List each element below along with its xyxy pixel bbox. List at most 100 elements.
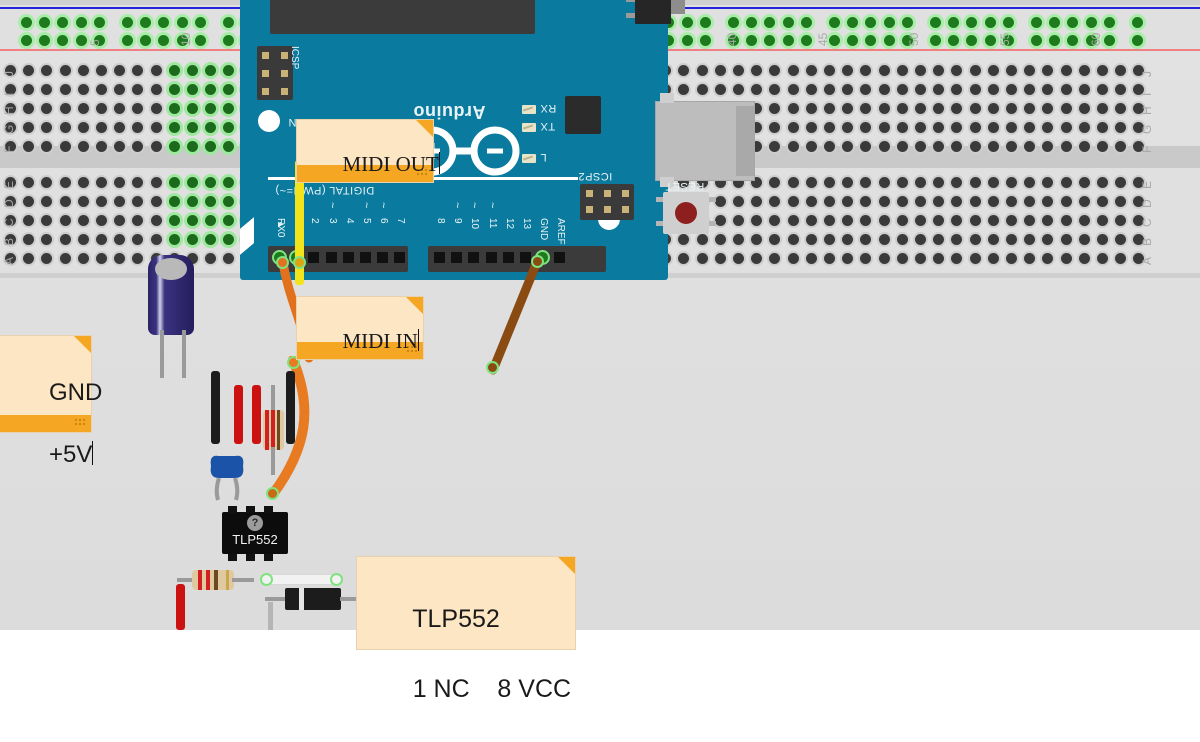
grid-hole[interactable] [1060,215,1072,226]
grid-hole[interactable] [951,196,963,207]
grid-hole[interactable] [860,196,872,207]
rail-hole[interactable] [764,35,776,46]
grid-hole[interactable] [1042,177,1054,188]
grid-hole[interactable] [805,103,817,114]
grid-hole[interactable] [5,177,16,188]
grid-hole[interactable] [59,215,71,226]
grid-hole[interactable] [896,234,908,245]
grid-hole[interactable] [150,177,162,188]
grid-hole[interactable] [951,215,963,226]
grid-hole[interactable] [769,215,781,226]
rail-hole[interactable] [75,35,87,46]
grid-hole[interactable] [751,103,763,114]
grid-hole[interactable] [1115,65,1127,76]
grid-hole[interactable] [1042,234,1054,245]
grid-hole[interactable] [59,84,71,95]
grid-hole[interactable] [187,122,198,133]
icsp2-header[interactable] [580,184,634,220]
rail-hole[interactable] [984,35,996,46]
grid-hole[interactable] [205,196,217,207]
grid-hole[interactable] [77,65,89,76]
rail-hole[interactable] [984,17,996,28]
grid-hole[interactable] [842,65,854,76]
grid-hole[interactable] [1097,177,1108,188]
grid-hole[interactable] [132,141,144,152]
grid-hole[interactable] [1042,84,1054,95]
grid-hole[interactable] [41,122,53,133]
rail-hole[interactable] [966,35,978,46]
rail-hole[interactable] [901,17,913,28]
grid-hole[interactable] [1133,234,1145,245]
grid-hole[interactable] [132,215,144,226]
grid-hole[interactable] [187,141,198,152]
rail-hole[interactable] [39,35,51,46]
grid-hole[interactable] [59,234,71,245]
grid-hole[interactable] [114,103,126,114]
icsp-header[interactable] [257,46,293,100]
grid-hole[interactable] [1115,215,1127,226]
grid-hole[interactable] [223,65,235,76]
rail-hole[interactable] [57,17,69,28]
grid-hole[interactable] [933,253,945,264]
grid-hole[interactable] [223,196,235,207]
grid-hole[interactable] [733,253,744,264]
grid-hole[interactable] [168,215,180,226]
grid-hole[interactable] [987,103,999,114]
grid-hole[interactable] [751,141,763,152]
rail-hole[interactable] [194,35,206,46]
grid-hole[interactable] [223,177,235,188]
grid-hole[interactable] [933,103,945,114]
grid-hole[interactable] [150,234,162,245]
jumper-red-1[interactable] [234,385,243,444]
grid-hole[interactable] [696,234,708,245]
grid-hole[interactable] [96,141,107,152]
grid-hole[interactable] [896,103,908,114]
grid-hole[interactable] [915,253,926,264]
grid-hole[interactable] [1115,84,1127,95]
rail-hole[interactable] [1103,35,1115,46]
grid-hole[interactable] [824,177,835,188]
digital-pin-4[interactable] [342,252,354,263]
grid-hole[interactable] [187,196,198,207]
grid-hole[interactable] [187,215,198,226]
grid-hole[interactable] [114,65,126,76]
grid-hole[interactable] [987,234,999,245]
grid-hole[interactable] [987,215,999,226]
rail-hole[interactable] [1132,35,1143,46]
rail-hole[interactable] [663,35,675,46]
grid-hole[interactable] [915,215,926,226]
grid-hole[interactable] [842,234,854,245]
rail-hole[interactable] [93,35,105,46]
grid-hole[interactable] [842,122,854,133]
reset-button[interactable] [656,192,716,234]
grid-hole[interactable] [1006,215,1017,226]
grid-hole[interactable] [23,177,35,188]
grid-hole[interactable] [96,65,107,76]
power-analog-header[interactable] [270,0,535,34]
grid-hole[interactable] [96,84,107,95]
grid-hole[interactable] [205,103,217,114]
digital-pin-6[interactable] [377,252,389,263]
grid-hole[interactable] [23,215,35,226]
jumper-red-2[interactable] [252,385,261,444]
grid-hole[interactable] [187,177,198,188]
grid-hole[interactable] [168,196,180,207]
grid-hole[interactable] [824,84,835,95]
grid-hole[interactable] [132,177,144,188]
grid-hole[interactable] [824,103,835,114]
grid-hole[interactable] [896,253,908,264]
grid-hole[interactable] [787,84,799,95]
grid-hole[interactable] [77,84,89,95]
wire-tx-yellow[interactable] [295,160,304,285]
grid-hole[interactable] [951,177,963,188]
grid-hole[interactable] [77,122,89,133]
rail-hole[interactable] [1031,17,1042,28]
rail-hole[interactable] [948,35,960,46]
grid-hole[interactable] [223,122,235,133]
grid-hole[interactable] [132,65,144,76]
grid-hole[interactable] [951,65,963,76]
grid-hole[interactable] [878,196,890,207]
rail-hole[interactable] [865,17,877,28]
grid-hole[interactable] [150,122,162,133]
grid-hole[interactable] [787,177,799,188]
